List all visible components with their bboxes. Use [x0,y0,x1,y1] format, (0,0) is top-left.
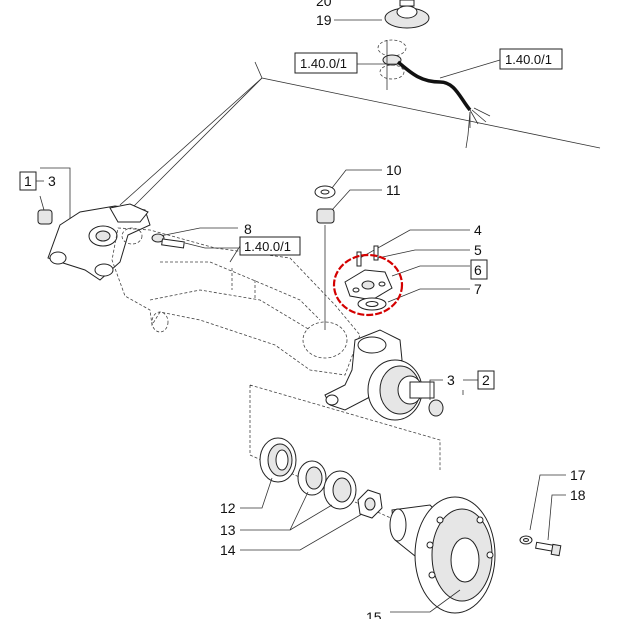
callout-19-label: 19 [316,12,332,28]
callout-7-label: 7 [474,281,482,297]
callout-13: 13 [220,491,333,538]
wheel-hub [389,496,496,614]
callout-15: 15 [366,589,461,619]
callout-11: 11 [316,182,401,330]
ref-top-right-box[interactable] [499,48,563,70]
pivot-plate-parts [344,245,393,311]
axle-housing [111,227,361,376]
callout-3b-label: 3 [447,372,455,388]
callout-5: 5 [377,242,482,259]
callout-12-label: 12 [220,500,236,516]
callout-20-label: 20 [316,0,332,9]
callout-8: 8 [151,221,252,243]
callout-10: 10 [314,162,402,199]
callout-15-label: 15 [366,609,382,619]
callout-14-label: 14 [220,542,236,558]
callout-18: 18 [547,487,586,541]
callout-2-label: 2 [482,372,490,388]
callout-5-label: 5 [474,242,482,258]
construction-lines [119,61,601,211]
ref-top-right[interactable]: 1.40.0/1 [439,48,563,79]
callout-17: 17 [529,467,586,531]
ref-top-left-label: 1.40.0/1 [300,56,347,71]
callout-20: 20 [316,0,332,9]
callout-14: 14 [220,513,363,558]
top-mount-assembly [377,0,430,90]
ref-top-right-label: 1.40.0/1 [505,52,552,67]
ref-top-left-box[interactable] [294,52,358,74]
callout-1-label: 1 [24,173,32,189]
callout-2[interactable]: 2 [462,370,495,395]
right-knuckle [324,329,444,421]
callout-2-box[interactable] [477,370,495,390]
bearing-parts [259,437,383,519]
left-knuckle [37,203,151,281]
callout-3a-label: 3 [48,173,56,189]
callout-18-label: 18 [570,487,586,503]
ref-mid[interactable]: 1.40.0/1 [229,236,301,263]
callout-12: 12 [220,477,273,516]
highlight-ring [332,253,404,317]
callout-4-label: 4 [474,222,482,238]
ref-mid-label: 1.40.0/1 [244,239,291,254]
callout-3b: 3 [429,372,478,400]
callout-17-label: 17 [570,467,586,483]
callout-6[interactable]: 6 [391,259,488,280]
sensor-cable [396,60,491,149]
callout-6-box[interactable] [470,259,488,280]
callout-10-label: 10 [386,162,402,178]
callout-11-label: 11 [386,182,401,198]
callout-3a: 3 [36,167,71,220]
callout-8-label: 8 [244,221,252,237]
bolt-washer [519,535,562,557]
callout-19: 19 [316,12,382,28]
ref-top-left[interactable]: 1.40.0/1 [294,52,398,74]
exploded-bounding-guide [249,384,441,541]
callout-1[interactable]: 1 [19,171,37,191]
callout-13-label: 13 [220,522,236,538]
callout-6-label: 6 [474,262,482,278]
